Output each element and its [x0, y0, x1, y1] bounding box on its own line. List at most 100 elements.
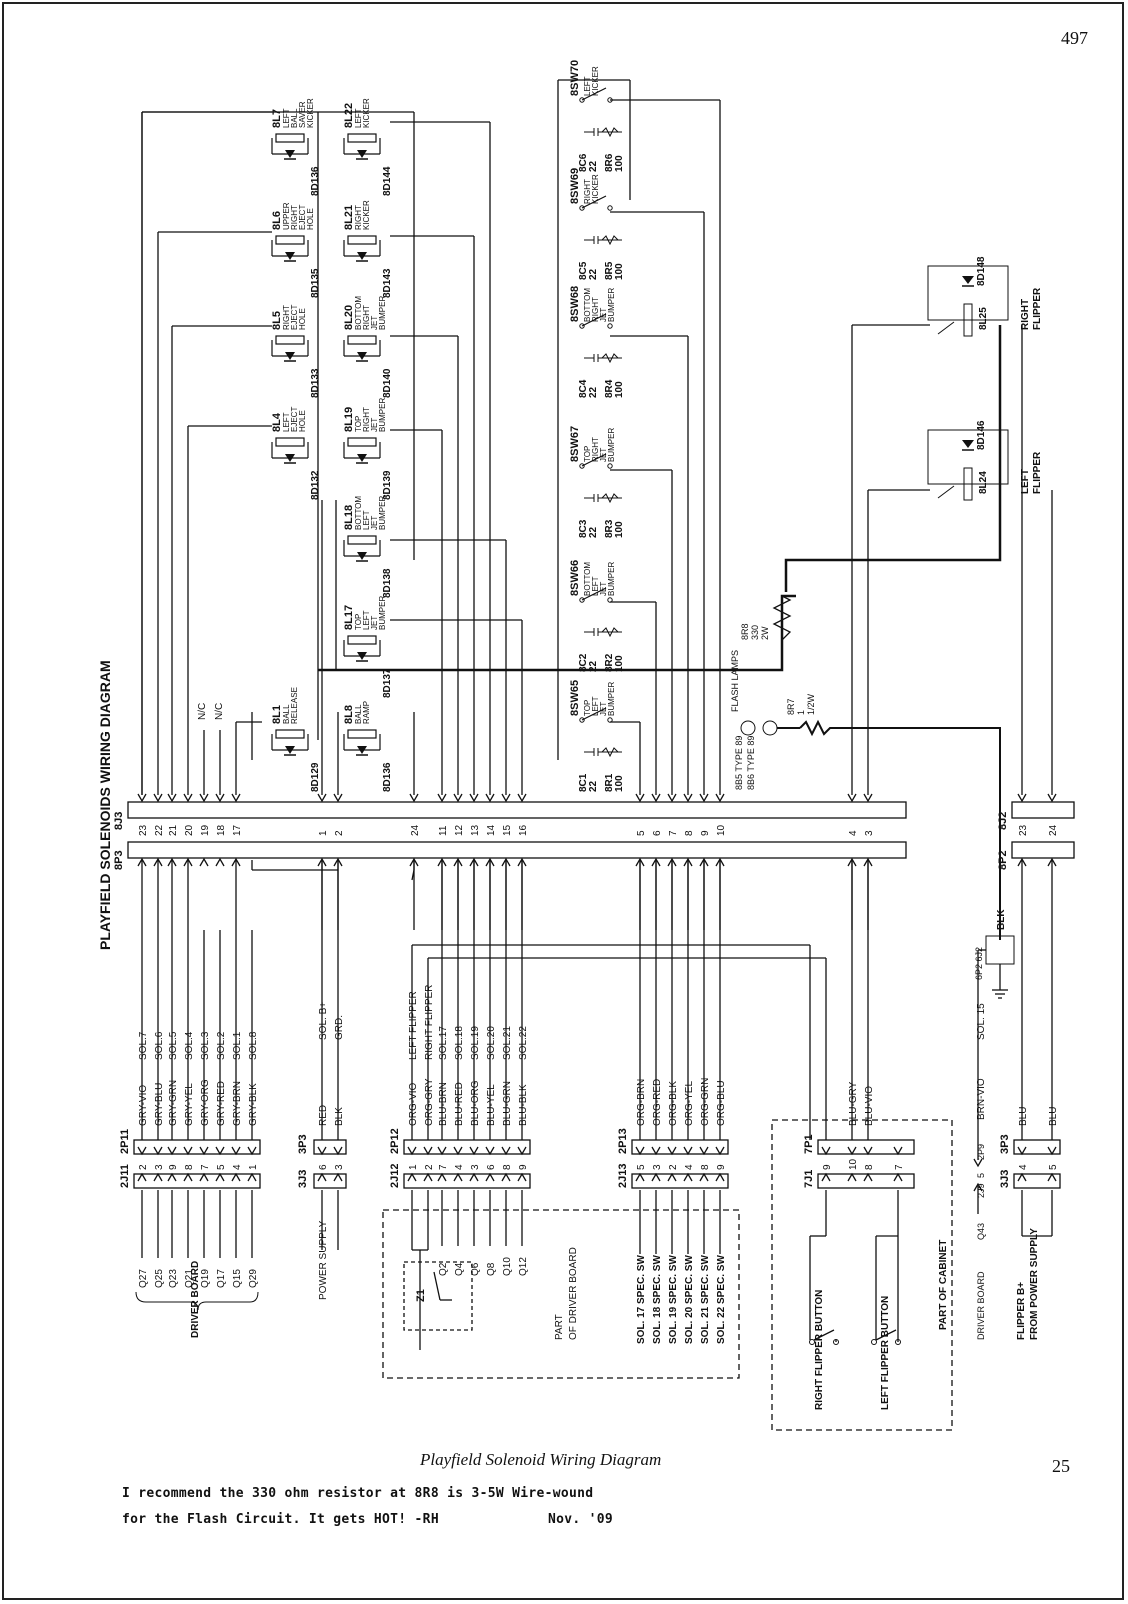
coil-desc-label: LEFT	[362, 510, 371, 530]
cap-id-label: 8C3	[578, 519, 589, 538]
driver-transistor-label: Q19	[200, 1269, 211, 1288]
jack-label: 2J12	[389, 1164, 401, 1188]
pin-number-label: 9	[518, 1164, 529, 1170]
switch	[579, 195, 622, 246]
sol-label: SOL.20	[486, 1026, 497, 1060]
pin-arrow	[847, 1172, 857, 1182]
power-supply-label: POWER SUPPLY	[318, 1220, 329, 1300]
driver-transistor-label: Q21	[184, 1269, 195, 1288]
pin-arrow	[453, 1146, 463, 1156]
coil-desc-label: BUMPER	[378, 496, 387, 530]
coil-desc-label: RAMP	[362, 701, 371, 724]
coil-id-label: 8L7	[271, 109, 283, 128]
solenoid-coil	[271, 437, 309, 464]
pin-arrow	[137, 1146, 147, 1156]
pin-number-label: 15	[502, 824, 513, 836]
pin-arrow	[453, 857, 463, 867]
sol-label: SOL.17	[438, 1026, 449, 1060]
pin-arrow	[231, 1146, 241, 1156]
switch-desc-label: RIGHT	[591, 297, 600, 322]
pin-number-label: 3	[864, 830, 875, 836]
coil-desc-label: RIGHT	[362, 407, 371, 432]
switch-desc-label: LEFT	[591, 576, 600, 596]
pin-number-label: 2	[668, 1164, 679, 1170]
pin-arrow	[635, 1172, 645, 1182]
pin-arrow	[153, 1172, 163, 1182]
jack-label: 7J1	[803, 1170, 815, 1188]
sol-label: SOL.18	[454, 1026, 465, 1060]
pin-arrow	[317, 1172, 327, 1182]
flash-resistor-label: 8R8	[740, 623, 750, 640]
pin-number-label: 24	[1048, 824, 1059, 836]
pin-arrow	[847, 1146, 857, 1156]
z1-label: Z1	[415, 1289, 427, 1302]
coil-desc-label: RIGHT	[290, 205, 299, 230]
wire-color-label: ORG-BLU	[716, 1080, 727, 1126]
pin-arrow	[437, 1146, 447, 1156]
driver-board-label: DRIVER BOARD	[190, 1261, 201, 1338]
wire-color-label: ORG-GRN	[700, 1078, 711, 1126]
jack-block	[1013, 1173, 1061, 1189]
cap-value-label: 22	[588, 160, 599, 172]
pin-arrow	[863, 1146, 873, 1156]
pin-number-label: 21	[168, 824, 179, 836]
coil-desc-label: HOLE	[298, 410, 307, 432]
pin-arrow	[199, 1172, 209, 1182]
page-number-top: 497	[1061, 28, 1088, 48]
pin-number-label: 4	[232, 1164, 243, 1170]
switch-desc-label: LEFT	[591, 696, 600, 716]
pin-number-label: 7	[200, 1164, 211, 1170]
pin-number-label: 3	[154, 1164, 165, 1170]
pin-arrow	[153, 793, 163, 803]
coil-desc-label: BUMPER	[378, 398, 387, 432]
pin-number-label: 10	[848, 1158, 859, 1170]
sol-label: SOL.4	[184, 1031, 195, 1060]
switch-desc-label: JET	[599, 308, 608, 322]
cap-value-label: 22	[588, 268, 599, 280]
spec-switch-label: SOL. 17 SPEC. SW	[636, 1255, 647, 1344]
pin-arrow	[715, 1172, 725, 1182]
pin-number-label: 1	[248, 1164, 259, 1170]
sol-label: SOL.8	[248, 1031, 259, 1060]
pin-arrow	[167, 1172, 177, 1182]
coil-desc-label: BOTTOM	[354, 496, 363, 530]
pin-number-label: 6	[318, 1164, 329, 1170]
sol-label: SOL.3	[200, 1031, 211, 1060]
sol-label: SOL. B+	[318, 1002, 329, 1040]
connector-8j3-label: 8J3	[113, 812, 125, 830]
pin-arrow	[469, 857, 479, 867]
flipper-diode-id: 8D146	[976, 420, 987, 450]
pin-arrow	[215, 857, 225, 867]
res-id-label: 8R5	[604, 261, 615, 280]
pin-arrow	[183, 857, 193, 867]
pin-arrow	[863, 857, 873, 867]
switch-desc-label: BOTTOM	[583, 562, 592, 596]
sol-label: SOL.21	[502, 1026, 513, 1060]
coil-desc-label: RELEASE	[290, 687, 299, 724]
driver-transistor-label: Q17	[216, 1269, 227, 1288]
z1-region	[403, 1261, 473, 1331]
pin-arrow	[453, 793, 463, 803]
flipper-desc-label: RIGHT	[1020, 299, 1031, 330]
coil-desc-label: BALL	[354, 704, 363, 724]
pin-number-label: 11	[438, 825, 449, 836]
pin-number-label: 1	[318, 830, 329, 836]
spec-switch-label: SOL. 18 SPEC. SW	[652, 1255, 663, 1344]
flash-resistor-label: 1	[796, 710, 806, 715]
pin-arrow	[437, 793, 447, 803]
driver-transistor-label: Q23	[168, 1269, 179, 1288]
cap-id-label: 8C6	[578, 153, 589, 172]
pin-number-label: 9	[822, 1164, 833, 1170]
connector-8p3-label: 8P3	[113, 850, 125, 870]
bracket	[135, 1291, 259, 1311]
sol-label: LEFT FLIPPER	[408, 991, 419, 1060]
sol-label: SOL.1	[232, 1031, 243, 1060]
6p2-6j2-connector	[985, 935, 1015, 965]
pin-arrow	[485, 793, 495, 803]
cap-value-label: 22	[588, 660, 599, 672]
8p2-connector-bar	[1011, 841, 1075, 859]
plug-label: 2P12	[389, 1128, 401, 1154]
switch-id-label: 8SW65	[569, 680, 581, 716]
pin-arrow	[893, 1146, 903, 1156]
